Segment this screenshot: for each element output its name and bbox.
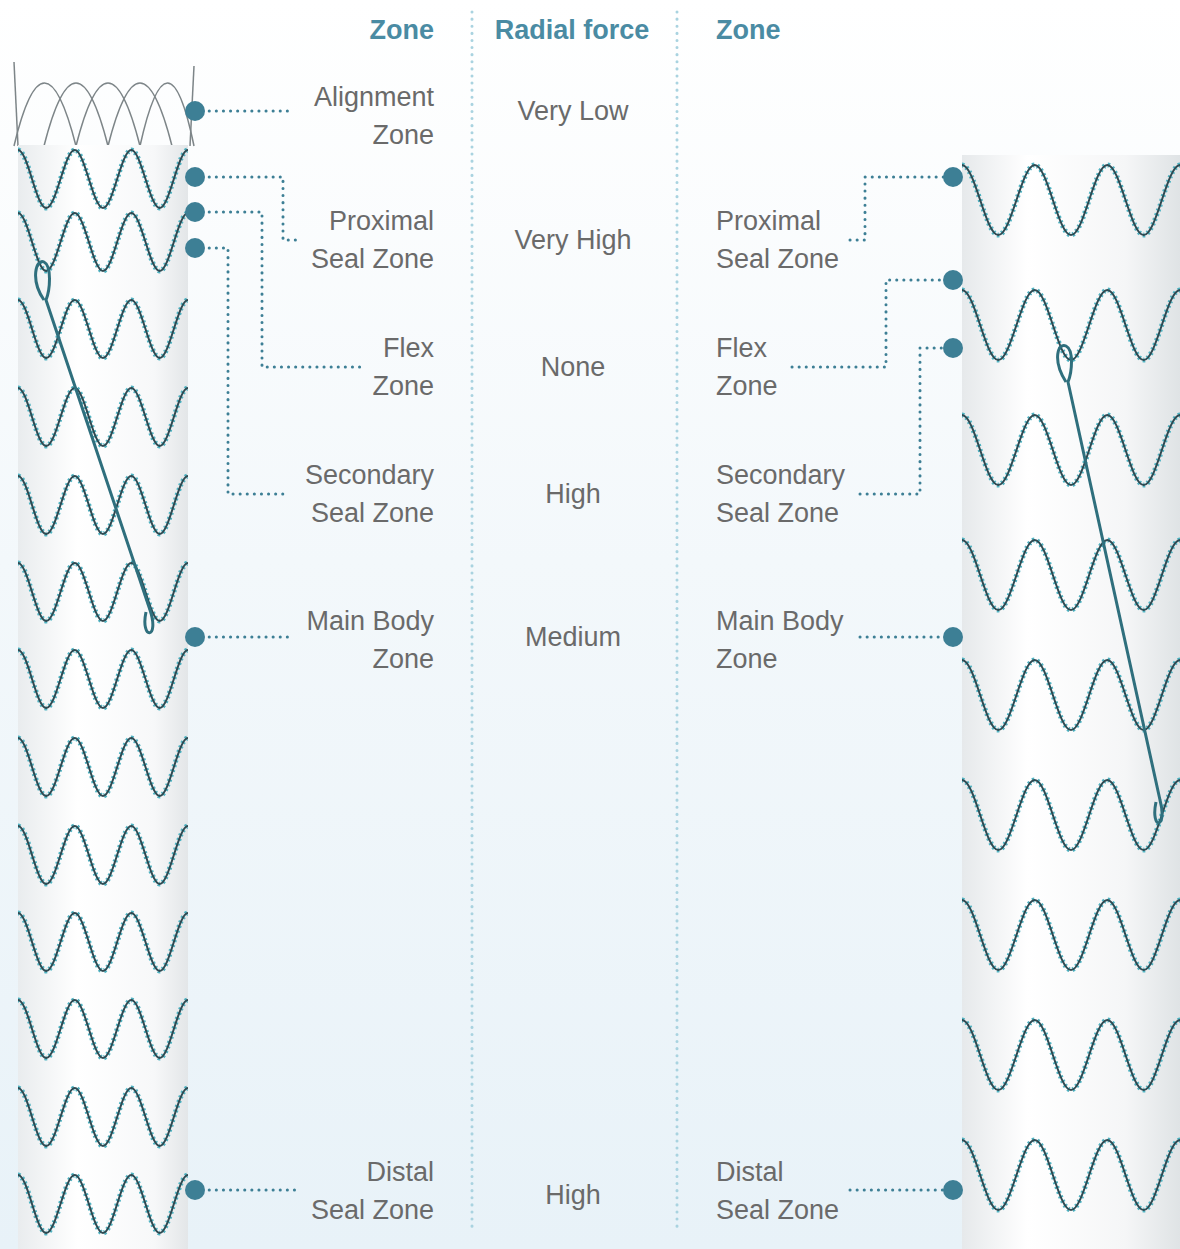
column-header: Zone: [368, 11, 434, 49]
radial-force-value: Very Low: [517, 92, 630, 130]
stent-rings: [18, 150, 188, 1233]
graft-fabric: [18, 145, 188, 1249]
zone-label: Flex Zone: [716, 329, 779, 405]
zone-label: Distal Seal Zone: [716, 1153, 841, 1229]
radial-force-value: None: [540, 348, 606, 386]
radial-force-value: Medium: [524, 618, 622, 656]
support-strut: [1058, 345, 1162, 822]
stent-rings: [962, 165, 1180, 1210]
radial-force-value: Very High: [514, 221, 633, 259]
graft-fabric: [962, 155, 1180, 1249]
zone-label: Main Body Zone: [716, 602, 845, 678]
column-header: Radial force: [494, 11, 650, 49]
alignment-wires: [14, 62, 194, 146]
radial-force-value: High: [545, 1176, 602, 1214]
column-header: Zone: [716, 11, 782, 49]
support-strut: [36, 262, 153, 633]
zone-label: Proximal Seal Zone: [309, 202, 434, 278]
zone-label: Alignment Zone: [312, 78, 434, 154]
zone-label: Secondary Seal Zone: [716, 456, 847, 532]
zone-label: Flex Zone: [371, 329, 434, 405]
zone-label: Distal Seal Zone: [309, 1153, 434, 1229]
column-divider: [471, 12, 474, 1230]
leader-dots: [185, 101, 963, 1200]
column-divider: [676, 12, 679, 1230]
radial-force-value: High: [545, 475, 602, 513]
zone-label: Proximal Seal Zone: [716, 202, 841, 278]
zone-label: Main Body Zone: [305, 602, 434, 678]
zone-label: Secondary Seal Zone: [303, 456, 434, 532]
leader-lines: [195, 111, 953, 1190]
